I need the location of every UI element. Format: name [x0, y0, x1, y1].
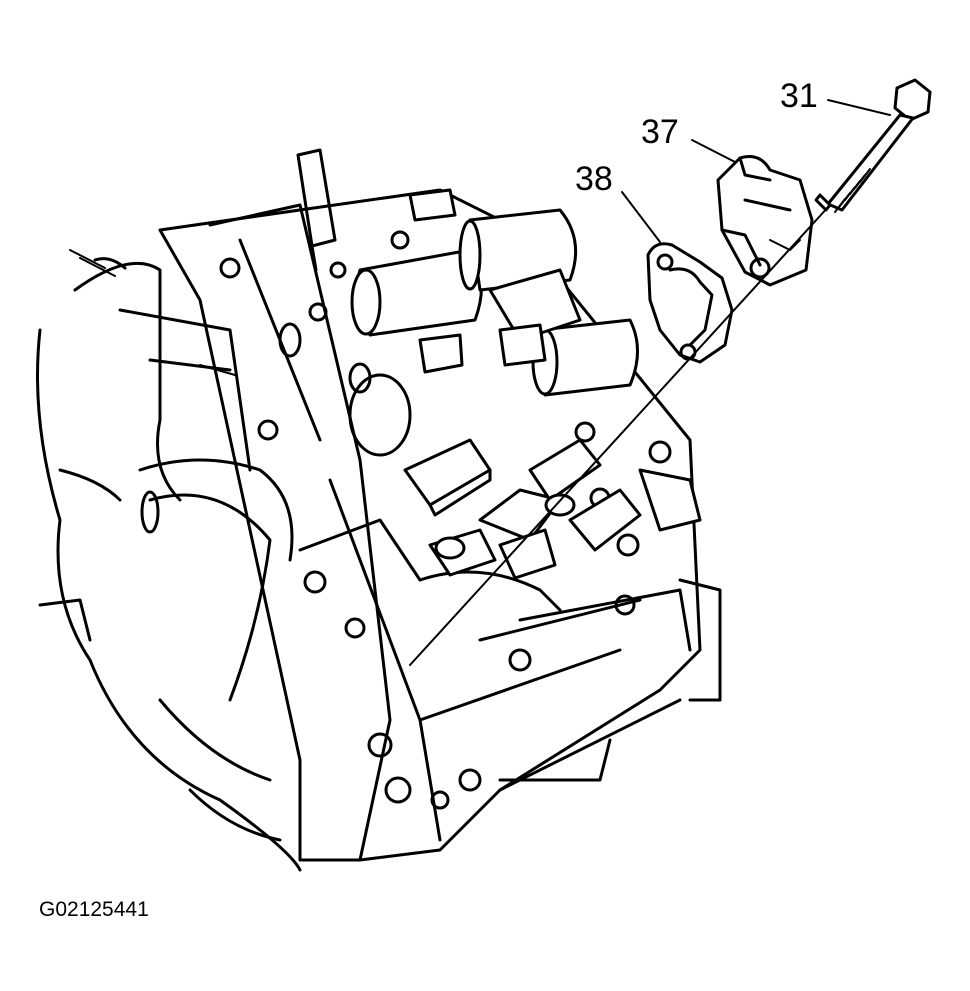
figure-id: G02125441 [39, 898, 149, 921]
callout-31: 31 [780, 77, 818, 115]
callout-38: 38 [575, 160, 613, 198]
leader-lines [621, 99, 891, 243]
assembly-alignment-line [409, 204, 831, 666]
valve-body [158, 188, 722, 862]
callout-37: 37 [641, 113, 679, 151]
dipstick-tube [296, 148, 337, 272]
shift-solenoids [350, 188, 702, 580]
gasket-38 [646, 242, 734, 364]
transmission-case [36, 249, 302, 872]
cover-37 [716, 155, 814, 287]
bolt-31 [814, 78, 932, 213]
